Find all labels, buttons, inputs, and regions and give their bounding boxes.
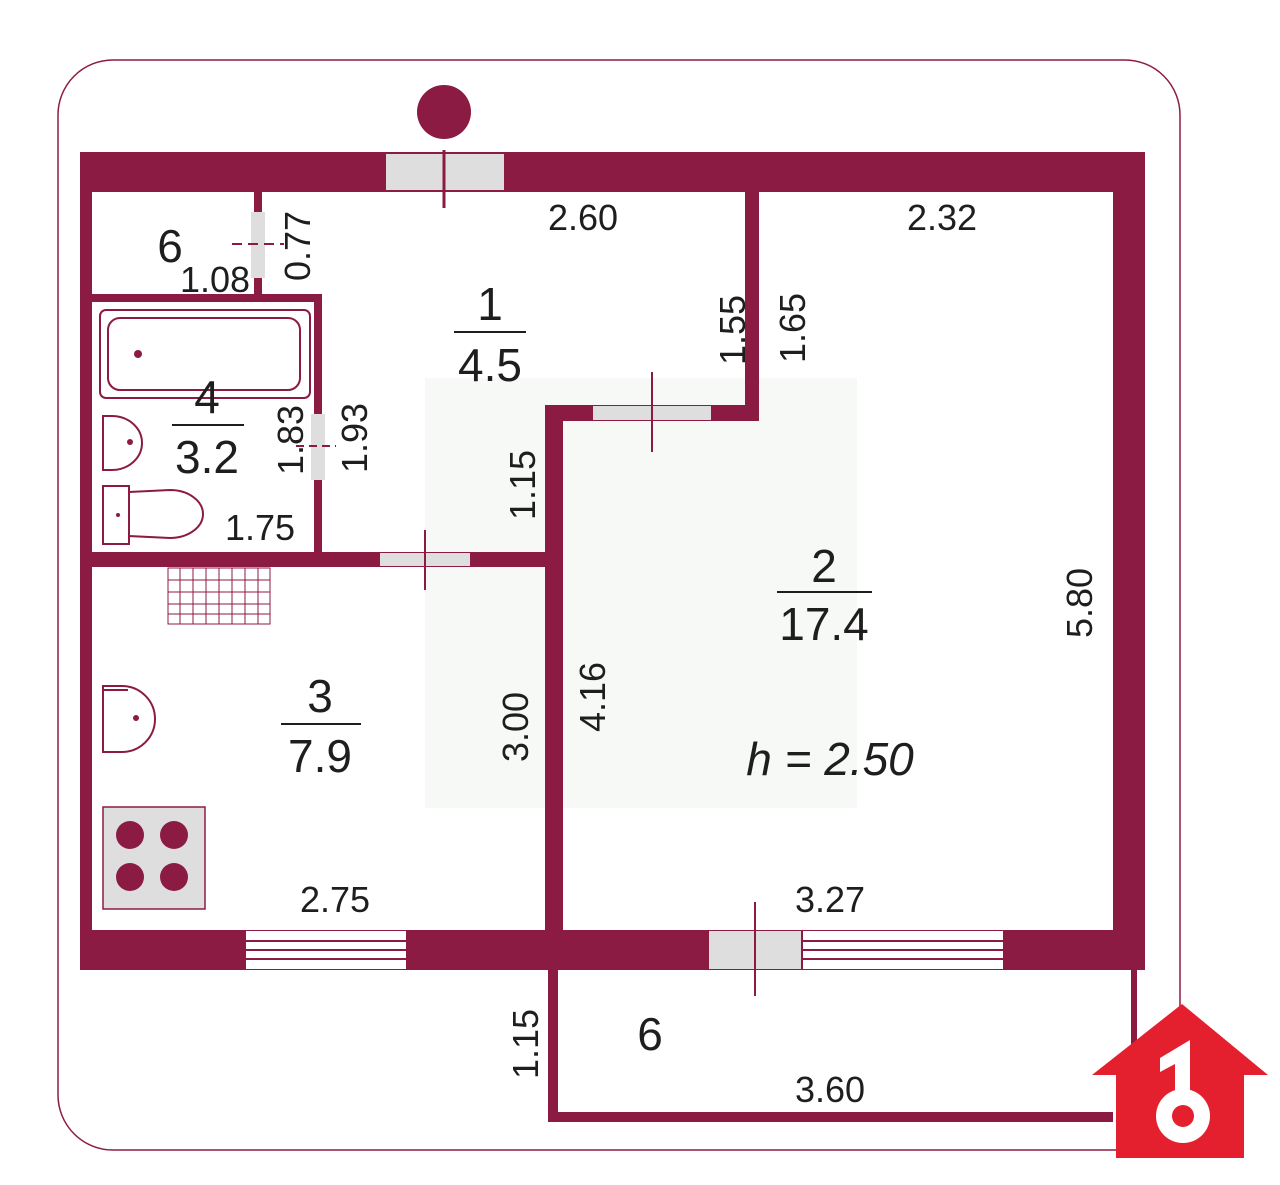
dim-3-60: 3.60: [795, 1069, 865, 1110]
stove-icon: [102, 806, 206, 910]
sink-icon: [102, 415, 143, 471]
dim-1-08: 1.08: [180, 259, 250, 300]
dim-5-80: 5.80: [1059, 568, 1100, 638]
kitchen-window: [246, 931, 406, 969]
room-1-area: 4.5: [458, 339, 522, 391]
wall-top: [80, 152, 1145, 192]
dim-2-60: 2.60: [548, 197, 618, 238]
dimension-labels: 2.60 2.32 1.08 1.75 2.75 3.27 3.60 0.77 …: [180, 197, 1100, 1110]
dim-1-93: 1.93: [334, 403, 375, 473]
dim-2-75: 2.75: [300, 879, 370, 920]
room-labels: 6 1 4.5 4 3.2 2 17.4 3 7.9 h = 2.50 6: [157, 220, 914, 1060]
dim-1-15-inner: 1.15: [502, 450, 543, 520]
balcony-right: [1131, 970, 1137, 1050]
dim-1-83: 1.83: [270, 405, 311, 475]
wall-kitchen-living: [545, 405, 563, 970]
wall-bath-bottom: [92, 552, 562, 567]
dim-1-65: 1.65: [772, 293, 813, 363]
compass-marker-icon: [417, 85, 471, 139]
wall-hall-living: [745, 192, 759, 418]
room-2-area: 17.4: [779, 598, 869, 650]
living-window: [803, 931, 1003, 969]
kitchen-sink-icon: [102, 685, 156, 753]
wall-closet-bottom: [92, 294, 322, 302]
dim-1-15-balcony: 1.15: [505, 1009, 546, 1079]
room-3-number: 3: [307, 670, 333, 722]
room-1-number: 1: [477, 278, 503, 330]
dim-3-00: 3.00: [495, 692, 536, 762]
dim-0-77: 0.77: [277, 211, 318, 281]
openings: [232, 150, 1003, 996]
wall-left: [80, 152, 92, 970]
room-4-area: 3.2: [175, 431, 239, 483]
room-2-number: 2: [811, 540, 837, 592]
room-6-balcony-number: 6: [637, 1008, 663, 1060]
balcony-left: [548, 970, 558, 1122]
dim-1-55: 1.55: [712, 295, 753, 365]
agency-logo-icon: [1092, 1004, 1268, 1158]
balcony-bottom: [548, 1112, 1113, 1122]
bathroom-door: [311, 414, 325, 480]
room-4-number: 4: [194, 371, 220, 423]
room-3-area: 7.9: [288, 730, 352, 782]
ceiling-height: h = 2.50: [746, 733, 914, 785]
room-6-top-number: 6: [157, 220, 183, 272]
wall-right: [1113, 152, 1145, 970]
dim-3-27: 3.27: [795, 879, 865, 920]
bathtub-icon: [99, 309, 311, 399]
toilet-icon: [102, 485, 204, 545]
plan-frame: [57, 59, 1181, 1151]
dim-4-16: 4.16: [572, 662, 613, 732]
dim-1-75: 1.75: [225, 507, 295, 548]
shower-grid-icon: [167, 567, 271, 625]
dim-2-32: 2.32: [907, 197, 977, 238]
